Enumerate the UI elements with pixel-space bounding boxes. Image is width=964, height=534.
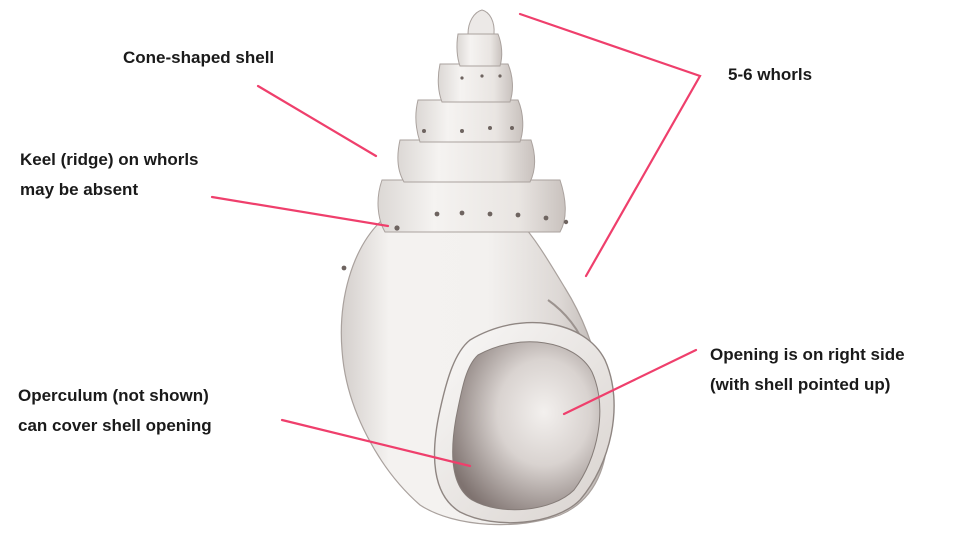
whorl-3	[398, 140, 535, 182]
label-keel: Keel (ridge) on whorls may be absent	[20, 145, 199, 205]
keel-whorl	[378, 180, 565, 232]
label-cone-shaped-shell: Cone-shaped shell	[123, 43, 274, 73]
label-operculum: Operculum (not shown) can cover shell op…	[18, 381, 212, 441]
label-opening-line-1: Opening is on right side	[710, 340, 905, 370]
shell-apex	[468, 10, 494, 34]
label-keel-line-1: Keel (ridge) on whorls	[20, 145, 199, 175]
leader-line-whorls	[520, 14, 700, 276]
label-opening: Opening is on right side (with shell poi…	[710, 340, 905, 400]
label-keel-line-2: may be absent	[20, 175, 199, 205]
leader-line-cone	[258, 86, 376, 156]
label-cone-line-1: Cone-shaped shell	[123, 43, 274, 73]
label-whorls-line-1: 5-6 whorls	[728, 60, 812, 90]
label-opening-line-2: (with shell pointed up)	[710, 370, 905, 400]
shell	[341, 10, 614, 525]
whorl-6	[457, 34, 502, 66]
label-operculum-line-2: can cover shell opening	[18, 411, 212, 441]
leader-line-keel	[212, 197, 388, 226]
whorl-5	[438, 64, 512, 102]
whorl-4	[416, 100, 523, 142]
label-whorls: 5-6 whorls	[728, 60, 812, 90]
label-operculum-line-1: Operculum (not shown)	[18, 381, 212, 411]
shell-opening	[453, 342, 600, 510]
